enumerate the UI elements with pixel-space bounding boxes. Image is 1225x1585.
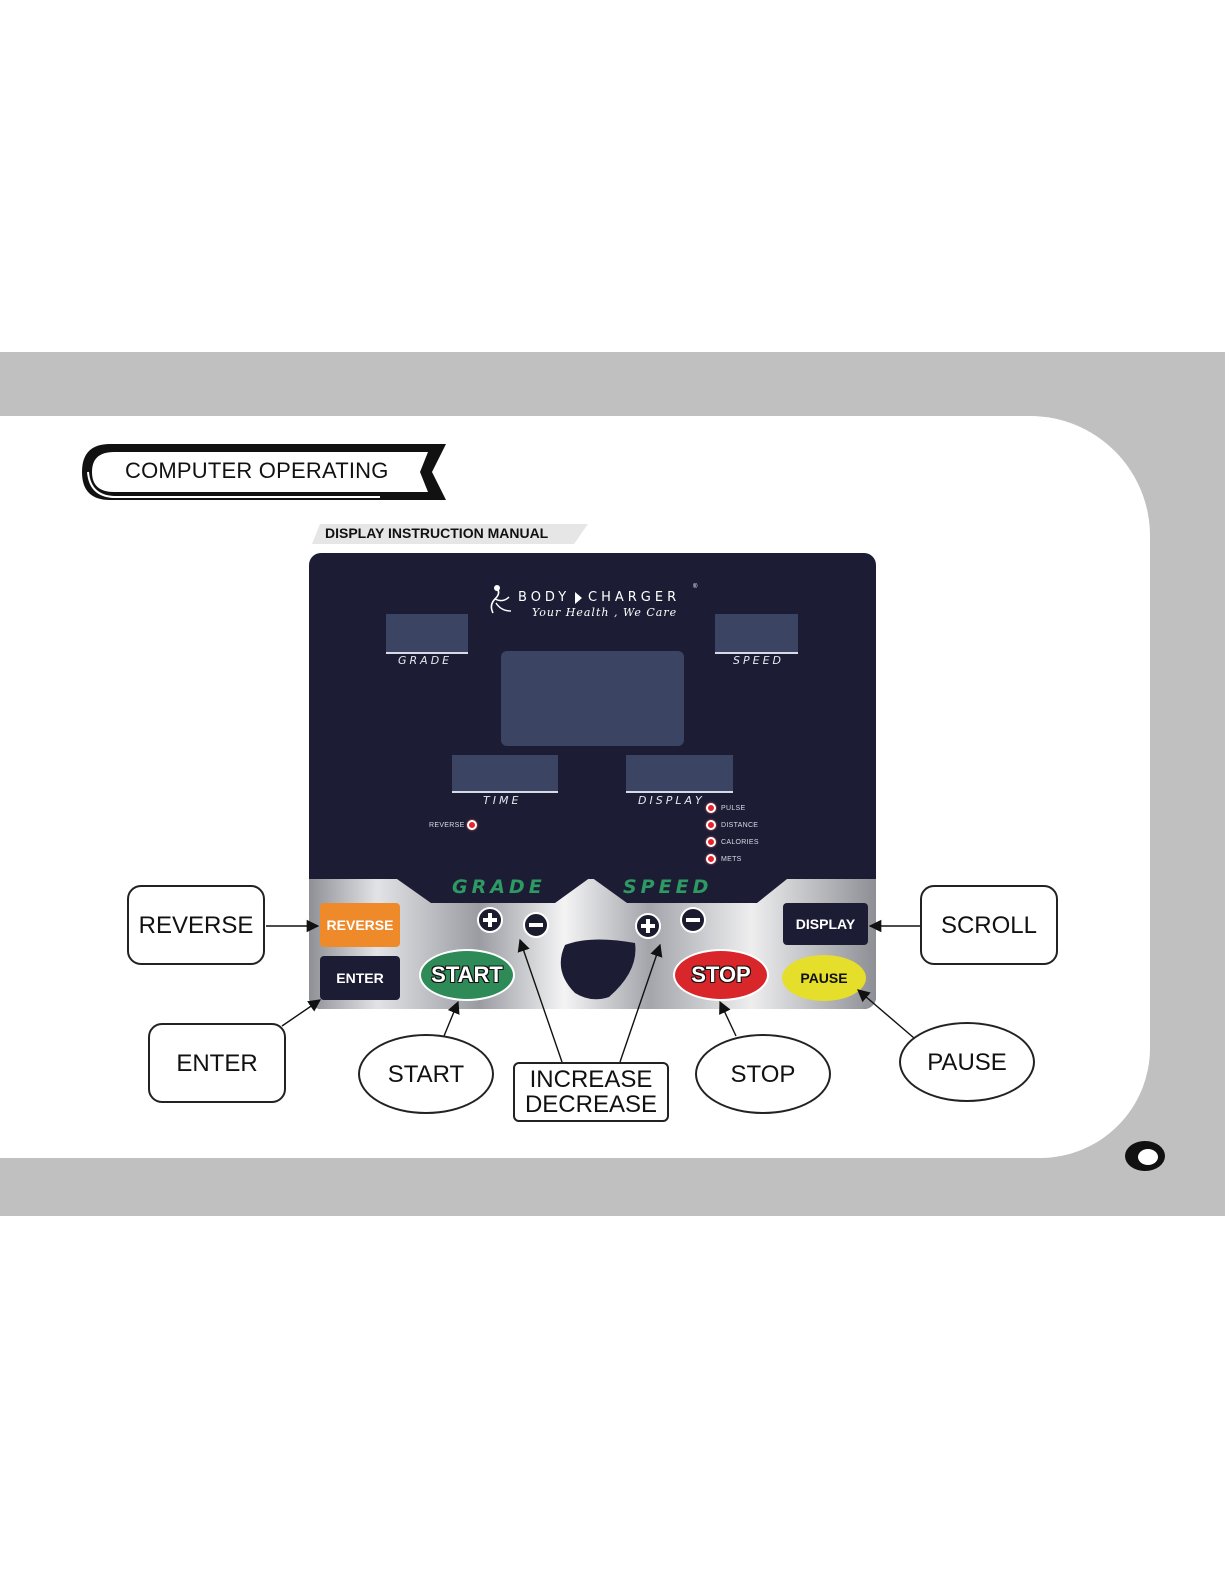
speed-increase-button[interactable] <box>635 913 661 939</box>
speed-window <box>715 614 798 652</box>
brand-tagline: Your Health , We Care <box>532 606 677 619</box>
display-window-label: DISPLAY <box>638 794 705 807</box>
mets-indicator-label: METS <box>721 856 742 863</box>
grade-window-label: GRADE <box>398 654 452 667</box>
decrease-callout-text: DECREASE <box>525 1092 657 1117</box>
start-button[interactable]: START <box>419 949 515 1001</box>
pause-button[interactable]: PAUSE <box>782 955 866 1001</box>
time-window-line <box>452 791 558 793</box>
grade-decrease-button[interactable] <box>523 912 549 938</box>
grade-window <box>386 614 468 652</box>
pulse-indicator-label: PULSE <box>721 805 745 812</box>
display-window <box>626 755 733 791</box>
increase-callout-text: INCREASE <box>530 1067 653 1092</box>
stop-button[interactable]: STOP <box>673 949 769 1001</box>
grade-increase-button[interactable] <box>477 907 503 933</box>
scroll-callout: SCROLL <box>920 885 1058 965</box>
pulse-indicator-led <box>706 803 716 813</box>
speed-decrease-button[interactable] <box>680 907 706 933</box>
plus-icon <box>482 912 498 928</box>
brand-name-part1: BODY <box>518 590 570 605</box>
mets-indicator-led <box>706 854 716 864</box>
plus-icon <box>640 918 656 934</box>
brand-name-part2: CHARGER <box>588 590 680 605</box>
calories-indicator-label: CALORIES <box>721 839 759 846</box>
start-callout: START <box>358 1034 494 1114</box>
page-title: COMPUTER OPERATING <box>125 458 389 484</box>
registered-mark: ® <box>693 584 697 590</box>
distance-indicator-label: DISTANCE <box>721 822 758 829</box>
minus-icon <box>528 917 544 933</box>
page-marker-icon <box>1124 1140 1166 1172</box>
reverse-indicator-led <box>467 820 477 830</box>
distance-indicator-led <box>706 820 716 830</box>
time-window-label: TIME <box>483 794 521 807</box>
time-window <box>452 755 558 791</box>
display-window-line <box>626 791 733 793</box>
display-button[interactable]: DISPLAY <box>783 903 868 945</box>
minus-icon <box>685 912 701 928</box>
enter-button[interactable]: ENTER <box>320 956 400 1000</box>
reverse-callout: REVERSE <box>127 885 265 965</box>
enter-callout: ENTER <box>148 1023 286 1103</box>
subtitle: DISPLAY INSTRUCTION MANUAL <box>325 525 548 541</box>
reverse-button[interactable]: REVERSE <box>320 903 400 947</box>
console-panel: BODY CHARGER ® Your Health , We Care GRA… <box>309 553 876 1009</box>
pause-callout: PAUSE <box>899 1022 1035 1102</box>
reverse-indicator-label: REVERSE <box>429 822 465 829</box>
center-matrix-display <box>501 651 684 746</box>
speed-window-label: SPEED <box>733 654 784 667</box>
runner-logo-icon <box>487 583 517 617</box>
increase-decrease-callout: INCREASE DECREASE <box>513 1062 669 1122</box>
calories-indicator-led <box>706 837 716 847</box>
speed-section-label: SPEED <box>623 876 712 898</box>
stop-callout: STOP <box>695 1034 831 1114</box>
brand-arrow-icon <box>575 592 582 604</box>
grade-section-label: GRADE <box>452 876 546 898</box>
